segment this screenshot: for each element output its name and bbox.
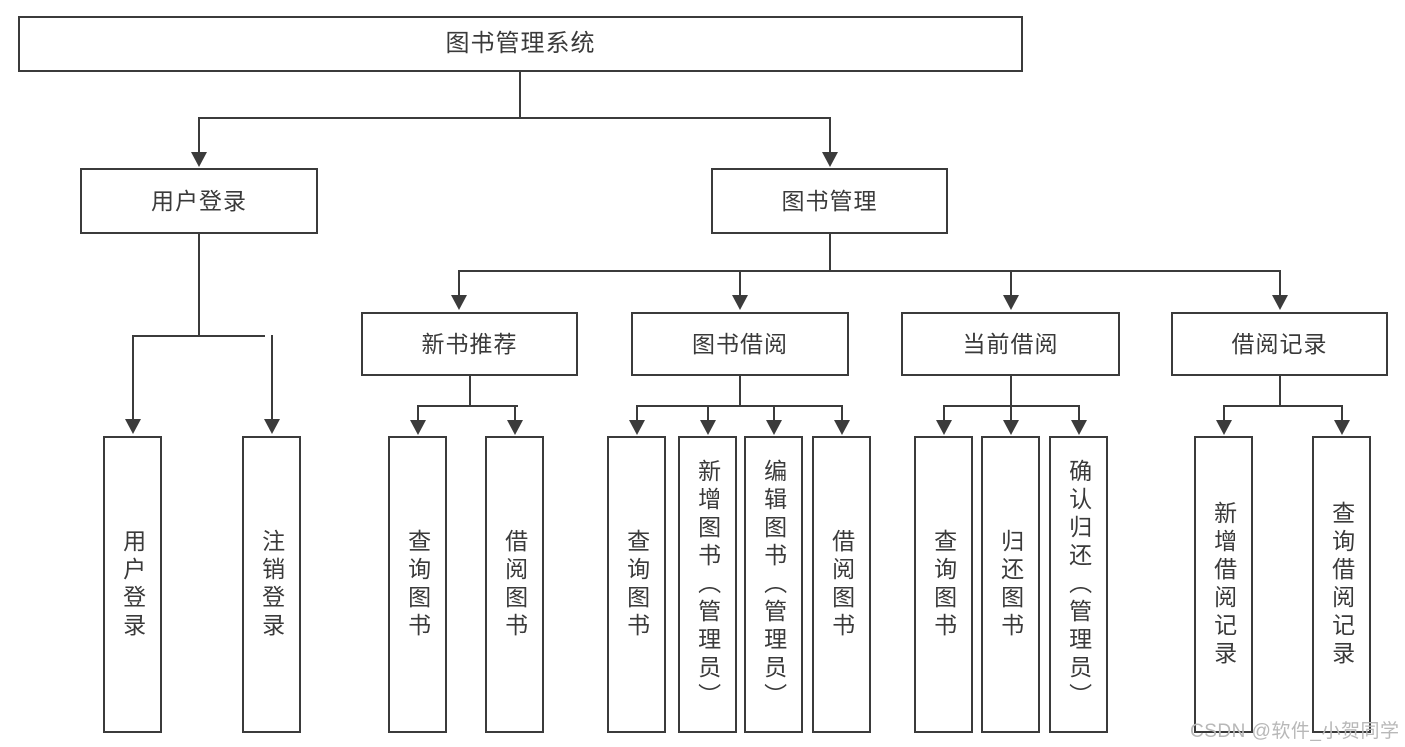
connector-borrow-record-to-leaf-1 bbox=[1223, 405, 1225, 422]
connector-new-book-to-leaf-2 bbox=[514, 405, 516, 422]
arrow-borrow-record-to-leaf-2 bbox=[1334, 420, 1350, 435]
connector-user-login-to-leaf-1 bbox=[132, 335, 134, 421]
node-book-management[interactable]: 图书管理 bbox=[711, 168, 948, 234]
connector-user-login-stem bbox=[198, 234, 200, 336]
arrow-user-login-to-leaf-1 bbox=[125, 419, 141, 434]
connector-new-book-bar bbox=[417, 405, 518, 407]
connector-root-to-book-mgmt bbox=[829, 117, 831, 154]
leaf-edit-book[interactable]: 编辑图书（管理员） bbox=[744, 436, 803, 733]
connector-book-mgmt-bar bbox=[458, 270, 1281, 272]
arrow-book-mgmt-to-c2 bbox=[732, 295, 748, 310]
connector-current-borrow-stem bbox=[1010, 376, 1012, 407]
connector-book-mgmt-to-c3 bbox=[1010, 270, 1012, 297]
connector-user-login-bar bbox=[132, 335, 265, 337]
connector-current-borrow-to-leaf-2 bbox=[1010, 405, 1012, 422]
connector-new-book-stem bbox=[469, 376, 471, 407]
arrow-book-mgmt-to-c4 bbox=[1272, 295, 1288, 310]
connector-book-borrow-to-leaf-1 bbox=[636, 405, 638, 422]
arrow-borrow-record-to-leaf-1 bbox=[1216, 420, 1232, 435]
node-new-book-recommend[interactable]: 新书推荐 bbox=[361, 312, 578, 376]
leaf-add-borrow-record[interactable]: 新增借阅记录 bbox=[1194, 436, 1253, 733]
arrow-book-borrow-to-leaf-4 bbox=[834, 420, 850, 435]
leaf-query-book-borrow[interactable]: 查询图书 bbox=[607, 436, 666, 733]
arrow-new-book-to-leaf-1 bbox=[410, 420, 426, 435]
node-book-borrow[interactable]: 图书借阅 bbox=[631, 312, 849, 376]
connector-current-borrow-to-leaf-1 bbox=[943, 405, 945, 422]
connector-root-to-user-login bbox=[198, 117, 200, 154]
connector-current-borrow-to-leaf-3 bbox=[1078, 405, 1080, 422]
connector-book-mgmt-to-c2 bbox=[739, 270, 741, 297]
arrow-book-mgmt-to-c1 bbox=[451, 295, 467, 310]
connector-book-borrow-to-leaf-3 bbox=[773, 405, 775, 422]
arrow-book-borrow-to-leaf-2 bbox=[700, 420, 716, 435]
arrow-current-borrow-to-leaf-3 bbox=[1071, 420, 1087, 435]
connector-book-borrow-bar bbox=[636, 405, 842, 407]
arrow-new-book-to-leaf-2 bbox=[507, 420, 523, 435]
connector-book-mgmt-to-c4 bbox=[1279, 270, 1281, 297]
arrow-user-login-to-leaf-2 bbox=[264, 419, 280, 434]
connector-root-stem bbox=[519, 72, 521, 118]
leaf-add-book[interactable]: 新增图书（管理员） bbox=[678, 436, 737, 733]
arrow-book-borrow-to-leaf-1 bbox=[629, 420, 645, 435]
connector-root-bar bbox=[198, 117, 831, 119]
connector-new-book-to-leaf-1 bbox=[417, 405, 419, 422]
leaf-confirm-return[interactable]: 确认归还（管理员） bbox=[1049, 436, 1108, 733]
connector-book-borrow-to-leaf-2 bbox=[707, 405, 709, 422]
leaf-logout[interactable]: 注销登录 bbox=[242, 436, 301, 733]
connector-borrow-record-to-leaf-2 bbox=[1341, 405, 1343, 422]
leaf-borrow-book[interactable]: 借阅图书 bbox=[812, 436, 871, 733]
arrow-root-to-user-login bbox=[191, 152, 207, 167]
leaf-borrow-book-new[interactable]: 借阅图书 bbox=[485, 436, 544, 733]
leaf-query-borrow-record[interactable]: 查询借阅记录 bbox=[1312, 436, 1371, 733]
arrow-book-mgmt-to-c3 bbox=[1003, 295, 1019, 310]
arrow-book-borrow-to-leaf-3 bbox=[766, 420, 782, 435]
connector-user-login-to-leaf-2 bbox=[271, 335, 273, 421]
arrow-current-borrow-to-leaf-1 bbox=[936, 420, 952, 435]
node-current-borrow[interactable]: 当前借阅 bbox=[901, 312, 1120, 376]
connector-borrow-record-bar bbox=[1223, 405, 1342, 407]
arrow-root-to-book-mgmt bbox=[822, 152, 838, 167]
node-root[interactable]: 图书管理系统 bbox=[18, 16, 1023, 72]
leaf-return-book[interactable]: 归还图书 bbox=[981, 436, 1040, 733]
leaf-user-login[interactable]: 用户登录 bbox=[103, 436, 162, 733]
connector-borrow-record-stem bbox=[1279, 376, 1281, 407]
connector-book-borrow-to-leaf-4 bbox=[841, 405, 843, 422]
leaf-query-book-new[interactable]: 查询图书 bbox=[388, 436, 447, 733]
arrow-current-borrow-to-leaf-2 bbox=[1003, 420, 1019, 435]
node-user-login[interactable]: 用户登录 bbox=[80, 168, 318, 234]
connector-book-mgmt-to-c1 bbox=[458, 270, 460, 297]
connector-book-mgmt-stem bbox=[829, 234, 831, 271]
connector-book-borrow-stem bbox=[739, 376, 741, 407]
node-borrow-record[interactable]: 借阅记录 bbox=[1171, 312, 1388, 376]
leaf-query-book-current[interactable]: 查询图书 bbox=[914, 436, 973, 733]
